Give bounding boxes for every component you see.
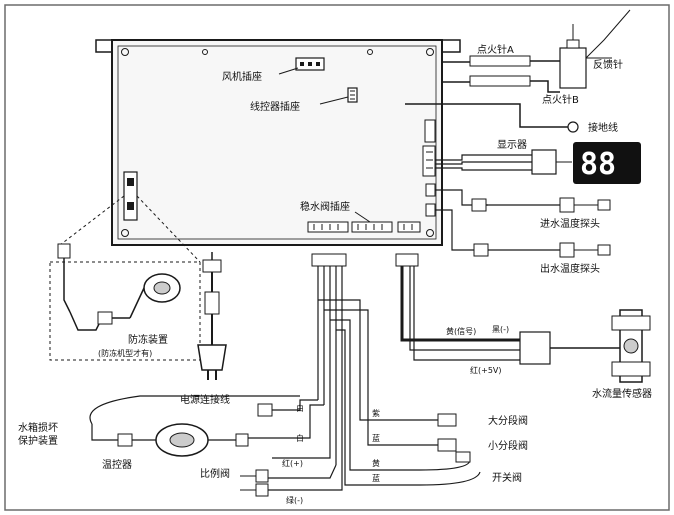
antifreeze-note: (防冻机型才有) (98, 348, 152, 358)
power-cable (197, 252, 227, 380)
fan-socket-label: 风机插座 (222, 70, 262, 83)
right-connectors (422, 119, 436, 217)
display-digits: 88 (580, 147, 616, 182)
display-cable (435, 149, 572, 175)
antifreeze-device (49, 195, 201, 361)
wire-label-red-5v: 红(+5V) (470, 365, 502, 375)
inlet-probe (435, 189, 611, 213)
outlet-probe-label: 出水温度探头 (540, 262, 600, 275)
main-harness (248, 253, 438, 491)
flow-sensor-label: 水流量传感器 (592, 387, 652, 400)
proportional-valve-label: 比例阀 (200, 467, 230, 480)
small-valve-label: 小分段阀 (488, 439, 528, 452)
wire-label-white-1: 白 (296, 403, 304, 413)
wire-label-yellow: 黄 (372, 458, 380, 468)
inlet-probe-label: 进水温度探头 (540, 217, 600, 230)
wire-label-black: 黑(-) (492, 325, 509, 334)
ignition-b-label: 点火针B (542, 93, 579, 106)
ground-wire (405, 103, 579, 133)
water-valve-socket-label: 稳水阀插座 (300, 200, 350, 213)
outer-frame (4, 4, 670, 511)
water-box-protect (89, 395, 300, 457)
bottom-connectors (307, 211, 421, 233)
segment-valves (419, 413, 481, 486)
big-valve-label: 大分段阀 (488, 414, 528, 427)
wire-label-green-neg: 绿(-) (286, 496, 303, 505)
wire-label-white-2: 白 (296, 433, 304, 443)
wire-label-red-pos: 红(+) (282, 458, 303, 468)
power-cable-label: 电源连接线 (180, 393, 230, 406)
antifreeze-socket (123, 171, 138, 221)
proportional-valve (240, 469, 269, 497)
transformer-socket-label: 线控器插座 (250, 100, 300, 113)
antifreeze-label: 防冻装置 (128, 333, 168, 346)
ignition-a-label: 点火针A (477, 43, 514, 56)
water-box-protect-label-1: 水箱损坏 (18, 421, 58, 434)
wire-label-purple: 紫 (372, 409, 380, 418)
display-label: 显示器 (497, 139, 527, 151)
fan-socket (278, 57, 325, 75)
display-screen (573, 142, 641, 184)
thermostat-label: 温控器 (102, 458, 132, 471)
wire-label-blue-1: 蓝 (372, 433, 380, 443)
feedback-needle-label: 反馈针 (593, 58, 623, 71)
switch-valve-label: 开关阀 (492, 471, 522, 484)
ground-wire-label: 接地线 (588, 121, 618, 134)
transformer-socket (319, 87, 358, 105)
ignition-needles (442, 9, 631, 93)
water-box-protect-label-2: 保护装置 (18, 434, 58, 447)
control-board (95, 39, 461, 246)
outlet-probe (435, 209, 611, 258)
flow-sensor (395, 253, 651, 383)
wire-label-signal: 黄(信号) (446, 326, 476, 336)
wire-label-blue-2: 蓝 (372, 473, 380, 483)
